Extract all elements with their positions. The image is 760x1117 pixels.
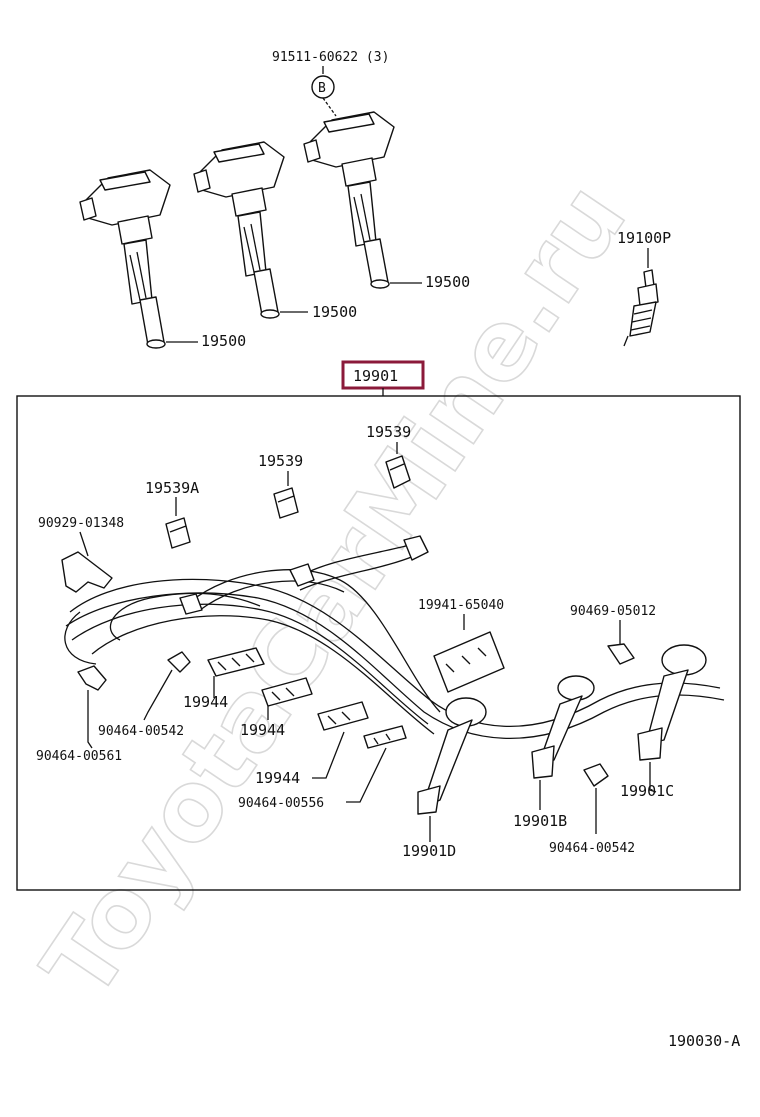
callout-clamp-e: 90464-00556 (238, 796, 324, 811)
clamp-90464-00561[interactable] (77, 665, 107, 691)
callout-cord-d: 19901D (402, 842, 456, 860)
clamp-90469-05012[interactable] (607, 643, 635, 665)
cord-cap-19901b[interactable] (531, 675, 595, 779)
cord-end-left[interactable] (179, 593, 203, 615)
spark-plug[interactable] (623, 269, 659, 347)
callout-cord-c: 19901C (620, 782, 674, 800)
callout-coil-right: 19500 (425, 273, 470, 291)
callout-harness-assy: 19901 (353, 367, 398, 385)
callout-separator-2: 19944 (240, 721, 285, 739)
callout-separator-1: 19944 (183, 693, 228, 711)
spark-plug-cord-bundle (64, 544, 725, 740)
callout-clamp-a: 90929-01348 (38, 516, 124, 531)
callout-clamp-f: 90464-00542 (549, 841, 635, 856)
figure-id: 190030-A (668, 1032, 740, 1050)
separator-19944-3[interactable] (317, 701, 369, 731)
callout-separator-3: 19944 (255, 769, 300, 787)
clamp-90929-01348[interactable] (61, 551, 113, 593)
callout-coil-mid: 19500 (312, 303, 357, 321)
separator-19944-2[interactable] (261, 677, 313, 707)
callout-boot-1: 19539 (366, 423, 411, 441)
clamp-90464-00542-left[interactable] (167, 651, 191, 673)
cord-cap-19901c[interactable] (637, 644, 707, 761)
callout-cord-b: 19901B (513, 812, 567, 830)
callout-clamp-d: 90464-00561 (36, 749, 122, 764)
separator-19944-1[interactable] (207, 647, 265, 677)
callout-bolt-ref: B (318, 81, 326, 96)
callout-spark-plug: 19100P (617, 229, 671, 247)
holder-19941-65040[interactable] (433, 631, 505, 693)
callout-clamp-c: 90464-00542 (98, 724, 184, 739)
boot-19539a[interactable] (165, 517, 191, 549)
callout-clamp-b: 90469-05012 (570, 604, 656, 619)
cord-cap-center[interactable] (417, 697, 487, 815)
callout-coil-left: 19500 (201, 332, 246, 350)
callout-holder-top: 19941-65040 (418, 598, 504, 613)
ignition-coil-left[interactable] (79, 169, 171, 349)
ignition-coil-middle[interactable] (193, 141, 285, 319)
clamp-90464-00542-right[interactable] (583, 763, 609, 787)
callout-boot-2: 19539 (258, 452, 303, 470)
cord-end-top[interactable] (403, 535, 429, 561)
cord-end-mid[interactable] (289, 563, 315, 587)
boot-19539-left[interactable] (273, 487, 299, 519)
ignition-coil-right[interactable] (303, 111, 395, 289)
clamp-90464-00556[interactable] (363, 725, 407, 749)
callout-bolt: 91511-60622 (3) (272, 50, 389, 65)
harness-assy-frame (16, 395, 741, 891)
callout-boot-3: 19539A (145, 479, 199, 497)
boot-19539-right[interactable] (385, 455, 411, 489)
